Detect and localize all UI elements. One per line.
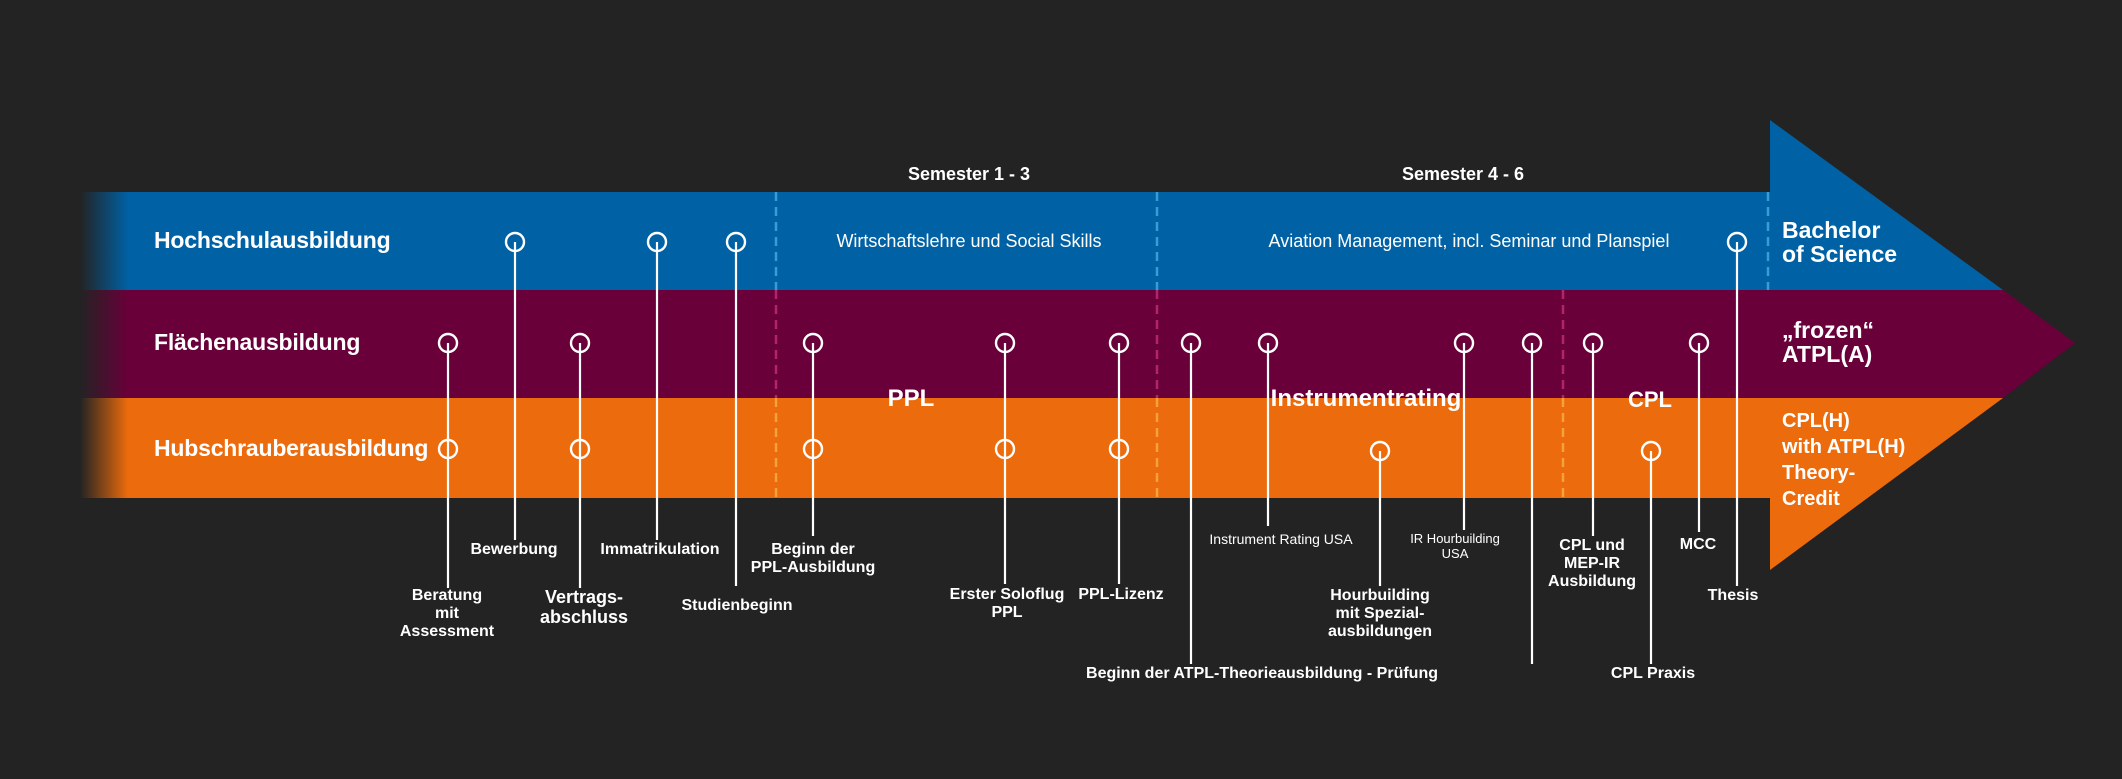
milestone-circle-7 (994, 332, 1016, 354)
milestone-circle-0 (504, 231, 526, 253)
milestone-circle-19 (1108, 438, 1130, 460)
left-fade (80, 190, 128, 500)
milestone-vertragsabschluss: Vertrags- abschluss (539, 587, 629, 628)
milestone-circle-15 (437, 438, 459, 460)
university-band (80, 120, 2003, 290)
row-label-helicopter: Hubschrauberausbildung (154, 435, 429, 461)
semester-1-3-heading: Semester 1 - 3 (907, 164, 1031, 184)
milestone-immatrikulation: Immatrikulation (600, 541, 720, 558)
milestone-studienbeginn: Studienbeginn (681, 597, 793, 614)
milestone-ir-hourbuilding: IR Hourbuilding USA (1410, 531, 1500, 561)
milestone-circle-9 (1180, 332, 1202, 354)
outcome-cpl-h: CPL(H) with ATPL(H) Theory- Credit (1782, 410, 1906, 510)
row-label-airplane: Flächenausbildung (154, 329, 361, 355)
outcome-frozen-atpl: „frozen“ ATPL(A) (1782, 317, 1874, 368)
milestone-circle-16 (569, 438, 591, 460)
milestone-circle-17 (802, 438, 824, 460)
milestone-circle-2 (725, 231, 747, 253)
milestone-circle-10 (1257, 332, 1279, 354)
milestone-thesis: Thesis (1707, 587, 1759, 604)
milestone-circle-14 (1688, 332, 1710, 354)
outcome-bachelor: Bachelor of Science (1782, 217, 1898, 268)
milestone-circle-8 (1108, 332, 1130, 354)
milestone-ppl-beginn: Beginn der PPL-Ausbildung (750, 541, 876, 576)
milestone-atpl-theorie: Beginn der ATPL-Theorieausbildung - Prüf… (1086, 665, 1438, 682)
milestone-beratung: Beratung mit Assessment (399, 587, 495, 640)
milestone-soloflug: Erster Soloflug PPL (949, 586, 1065, 621)
milestone-circle-12 (1521, 332, 1543, 354)
economics-band-label: Wirtschaftslehre und Social Skills (836, 231, 1102, 251)
milestone-circle-3 (1726, 231, 1748, 253)
milestone-bewerbung: Bewerbung (470, 541, 558, 558)
milestone-circle-4 (437, 332, 459, 354)
milestone-circle-6 (802, 332, 824, 354)
instrumentrating-band-label: Instrumentrating (1270, 385, 1462, 412)
airplane-band (80, 290, 2075, 398)
milestone-mcc: MCC (1679, 536, 1717, 553)
milestone-hourbuilding: Hourbuilding mit Spezial- ausbildungen (1328, 587, 1432, 640)
semester-4-6-heading: Semester 4 - 6 (1401, 164, 1525, 184)
row-label-university: Hochschulausbildung (154, 227, 391, 253)
milestone-instrument-rating-usa: Instrument Rating USA (1209, 531, 1353, 547)
milestone-circle-18 (994, 438, 1016, 460)
helicopter-band (80, 398, 2003, 570)
milestone-circle-1 (646, 231, 668, 253)
aviation-management-band-label: Aviation Management, incl. Seminar und P… (1268, 231, 1670, 251)
cpl-band-label: CPL (1628, 387, 1672, 412)
milestone-circle-20 (1369, 440, 1391, 462)
milestone-ppl-lizenz: PPL-Lizenz (1078, 586, 1164, 603)
ppl-band-label: PPL (887, 385, 935, 412)
milestone-circle-21 (1640, 440, 1662, 462)
milestone-cpl-mep-ir: CPL und MEP-IR Ausbildung (1548, 537, 1636, 590)
milestone-circle-13 (1582, 332, 1604, 354)
milestone-cpl-praxis: CPL Praxis (1610, 665, 1696, 682)
milestone-circle-5 (569, 332, 591, 354)
milestone-circle-11 (1453, 332, 1475, 354)
